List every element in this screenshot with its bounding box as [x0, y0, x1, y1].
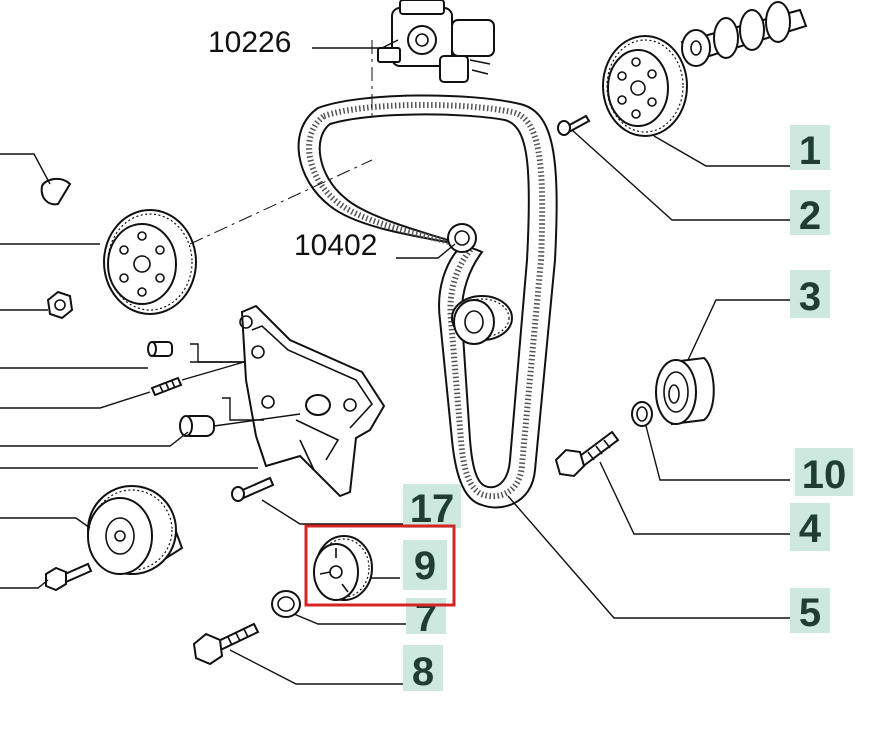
timing-belt — [297, 94, 558, 509]
callout-9-label: 9 — [414, 544, 436, 588]
timing-cover-bracket — [239, 304, 386, 498]
callout-3-label: 3 — [799, 275, 821, 319]
callout-10-box — [795, 448, 853, 496]
callout-1: 1 — [790, 125, 830, 173]
tensioner-roller — [655, 356, 715, 426]
callout-17: 17 — [403, 484, 461, 531]
callout-7: 7 — [406, 596, 446, 640]
callout-10-label: 10 — [802, 453, 847, 497]
callout-1-box — [790, 125, 830, 170]
callout-9-box — [403, 540, 447, 590]
callout-17-label: 17 — [410, 487, 455, 531]
stud-bolt — [150, 376, 183, 397]
callout-3-box — [790, 270, 830, 318]
callout-8: 8 — [403, 645, 443, 694]
bracket-bolt — [231, 476, 275, 502]
roller-bolt — [554, 430, 620, 478]
small-bushing — [147, 341, 173, 357]
crankshaft-sprocket — [103, 209, 197, 315]
hex-nut — [46, 290, 74, 320]
callout-17-box — [403, 484, 461, 528]
callout-3: 3 — [790, 270, 830, 319]
callout-10: 10 — [795, 448, 853, 497]
belt-tensioner-roller — [451, 295, 513, 345]
callout-8-label: 8 — [412, 650, 434, 694]
highlight-box — [304, 524, 456, 607]
callout-4-label: 4 — [799, 507, 822, 551]
woodruff-key — [40, 178, 72, 206]
callout-8-box — [403, 645, 443, 691]
callout-1-label: 1 — [799, 129, 821, 173]
spacer-ring — [271, 590, 301, 618]
callout-5-box — [790, 588, 830, 633]
callout-5-label: 5 — [799, 591, 821, 635]
callout-4-box — [790, 503, 830, 551]
callout-5: 5 — [790, 588, 830, 635]
ref-number-belt: 10402 — [294, 229, 377, 262]
sprocket-bolt — [557, 114, 591, 136]
idler-pulley — [313, 535, 373, 601]
camshaft — [680, 1, 808, 67]
callout-4: 4 — [790, 503, 830, 551]
injection-pump-assembly — [377, 0, 495, 83]
pulley-bolt — [192, 622, 260, 666]
ref-number-camshaft: 10226 — [208, 26, 291, 59]
callout-7-label: 7 — [415, 596, 437, 640]
callout-2-label: 2 — [799, 194, 821, 238]
thrust-washer — [631, 401, 653, 427]
callout-9: 9 — [403, 540, 447, 590]
dowel-sleeve — [179, 415, 215, 437]
camshaft-sprocket — [602, 35, 688, 137]
callout-2-box — [790, 190, 830, 235]
callout-2: 2 — [790, 190, 830, 238]
tensioner-bolt — [45, 562, 93, 592]
tensioner-pulley — [87, 485, 184, 575]
leader-lines — [0, 39, 790, 685]
